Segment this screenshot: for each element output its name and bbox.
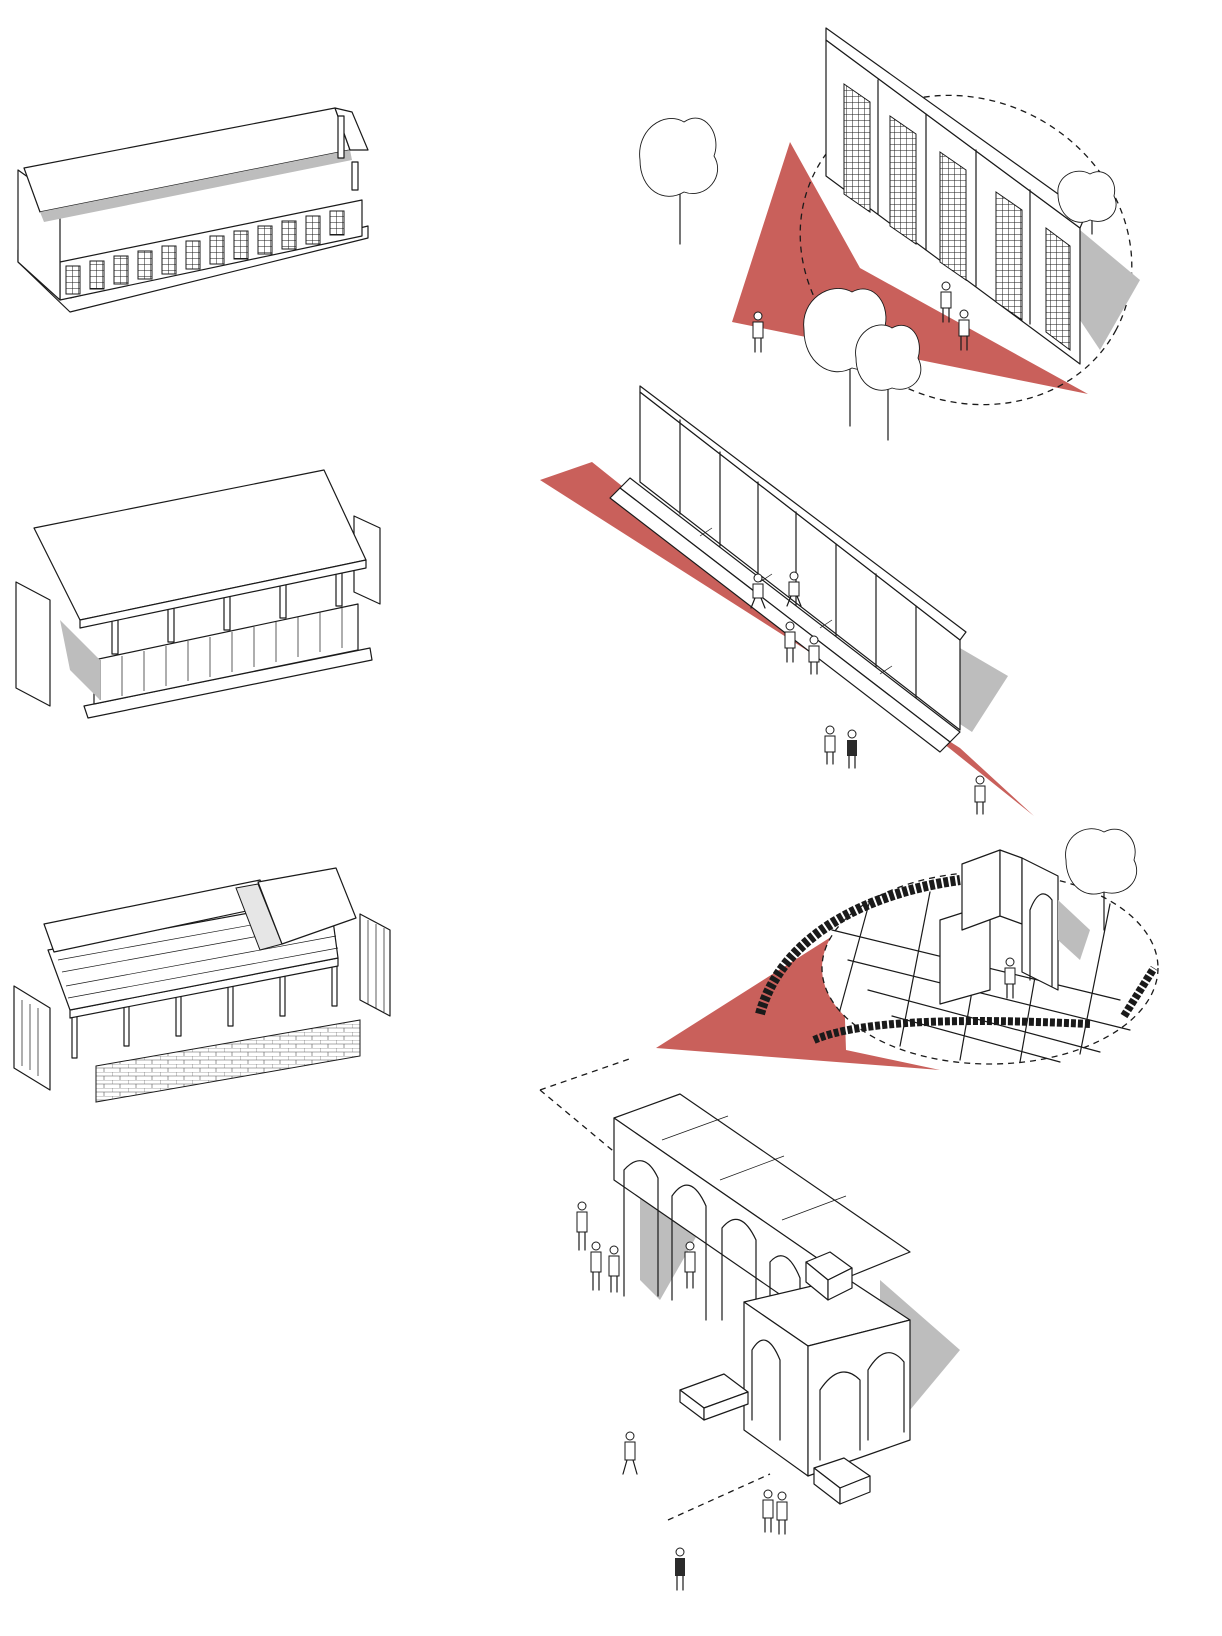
- person-icon: [1004, 957, 1016, 999]
- person-icon: [958, 309, 970, 351]
- red-ground-strip: [540, 462, 1034, 816]
- warehouse-original: [17, 107, 369, 313]
- person-icon: [762, 1489, 774, 1533]
- person-icon: [847, 729, 857, 769]
- person-icon: [824, 725, 836, 765]
- warehouse-roof-lifted: [15, 469, 381, 719]
- brick-grid-ground: [656, 849, 1159, 1070]
- person-icon: [622, 1431, 638, 1475]
- tree-icon: [855, 324, 922, 441]
- person-icon: [590, 1241, 602, 1291]
- connector-lines: [539, 1057, 771, 1521]
- person-icon: [940, 281, 952, 323]
- person-icon: [675, 1547, 685, 1591]
- person-icon: [776, 1491, 788, 1535]
- stepped-seating-wall: [540, 385, 1034, 816]
- arcade-pavilion: [613, 1093, 960, 1505]
- window-row: [65, 210, 345, 295]
- person-icon: [808, 635, 820, 675]
- person-icon: [786, 571, 802, 607]
- facade-wall-zoom: [732, 27, 1140, 406]
- zoom-cone-2: [656, 930, 940, 1070]
- person-icon: [576, 1201, 588, 1251]
- tree-icon: [1065, 828, 1138, 931]
- person-icon: [974, 775, 986, 815]
- zoom-ellipse: [799, 94, 1133, 406]
- facade-windows: [843, 83, 1071, 351]
- warehouse-structure: [13, 867, 391, 1103]
- person-icon: [608, 1245, 620, 1293]
- person-icon: [750, 573, 766, 609]
- tree-icon: [639, 117, 719, 245]
- person-icon: [784, 621, 796, 663]
- person-icon: [752, 311, 764, 353]
- tree-icon: [1057, 170, 1117, 235]
- person-icon: [684, 1241, 696, 1289]
